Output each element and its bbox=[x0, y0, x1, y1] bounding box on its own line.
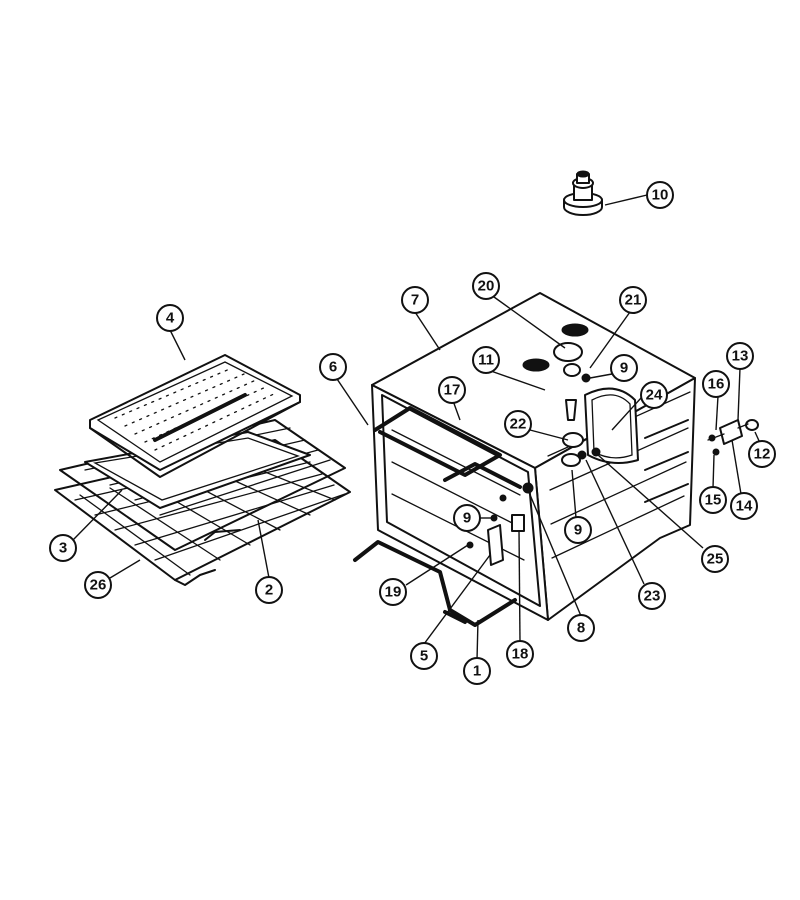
svg-text:22: 22 bbox=[510, 416, 527, 433]
svg-text:13: 13 bbox=[732, 348, 749, 365]
svg-text:24: 24 bbox=[646, 387, 663, 404]
svg-text:25: 25 bbox=[707, 551, 724, 568]
svg-text:26: 26 bbox=[90, 577, 107, 594]
callout-6: 6 bbox=[319, 353, 347, 381]
callout-22: 22 bbox=[504, 410, 532, 438]
callout-14: 14 bbox=[730, 492, 758, 520]
callout-2: 2 bbox=[255, 576, 283, 604]
callout-23: 23 bbox=[638, 582, 666, 610]
callout-1: 1 bbox=[463, 657, 491, 685]
part-4-broil-pan bbox=[89, 354, 301, 478]
svg-text:6: 6 bbox=[329, 359, 337, 376]
svg-text:5: 5 bbox=[420, 648, 428, 665]
svg-text:10: 10 bbox=[652, 187, 669, 204]
svg-text:17: 17 bbox=[444, 382, 461, 399]
callout-25: 25 bbox=[701, 545, 729, 573]
callout-10: 10 bbox=[646, 181, 674, 209]
svg-text:4: 4 bbox=[166, 310, 175, 327]
callout-7: 7 bbox=[401, 286, 429, 314]
svg-text:9: 9 bbox=[574, 522, 582, 539]
svg-text:21: 21 bbox=[625, 292, 642, 309]
svg-text:2: 2 bbox=[265, 582, 273, 599]
callout-24: 24 bbox=[640, 381, 668, 409]
svg-text:12: 12 bbox=[754, 446, 771, 463]
callout-12: 12 bbox=[748, 440, 776, 468]
callout-9-upper: 9 bbox=[610, 354, 638, 382]
svg-text:16: 16 bbox=[708, 376, 725, 393]
svg-text:15: 15 bbox=[705, 492, 722, 509]
svg-text:9: 9 bbox=[620, 360, 628, 377]
callout-13: 13 bbox=[726, 342, 754, 370]
callout-18: 18 bbox=[506, 640, 534, 668]
callout-11: 11 bbox=[472, 346, 500, 374]
svg-text:9: 9 bbox=[463, 510, 471, 527]
svg-text:18: 18 bbox=[512, 646, 529, 663]
callout-4: 4 bbox=[156, 304, 184, 332]
part-10-cap bbox=[563, 170, 603, 216]
svg-text:14: 14 bbox=[736, 498, 753, 515]
svg-text:11: 11 bbox=[478, 352, 494, 369]
callout-26: 26 bbox=[84, 571, 112, 599]
svg-text:20: 20 bbox=[478, 278, 495, 295]
callout-17: 17 bbox=[438, 376, 466, 404]
part-1-bake-element bbox=[353, 540, 517, 627]
svg-text:19: 19 bbox=[385, 584, 402, 601]
svg-text:23: 23 bbox=[644, 588, 661, 605]
callout-21: 21 bbox=[619, 286, 647, 314]
svg-text:7: 7 bbox=[411, 292, 419, 309]
leader-lines bbox=[72, 194, 761, 661]
callout-3: 3 bbox=[49, 534, 77, 562]
parts-12-16-hinge-hardware bbox=[707, 419, 759, 456]
callout-9-middle: 9 bbox=[564, 516, 592, 544]
svg-text:1: 1 bbox=[473, 663, 481, 680]
callout-5: 5 bbox=[410, 642, 438, 670]
callout-15: 15 bbox=[699, 486, 727, 514]
part-7-oven-cavity bbox=[371, 292, 696, 621]
callout-9-left: 9 bbox=[453, 504, 481, 532]
svg-text:3: 3 bbox=[59, 540, 67, 557]
callout-16: 16 bbox=[702, 370, 730, 398]
callout-20: 20 bbox=[472, 272, 500, 300]
callout-19: 19 bbox=[379, 578, 407, 606]
cavity-hardware bbox=[466, 342, 601, 566]
callout-8: 8 bbox=[567, 614, 595, 642]
part-6-broil-element bbox=[373, 406, 522, 489]
svg-text:8: 8 bbox=[577, 620, 585, 637]
